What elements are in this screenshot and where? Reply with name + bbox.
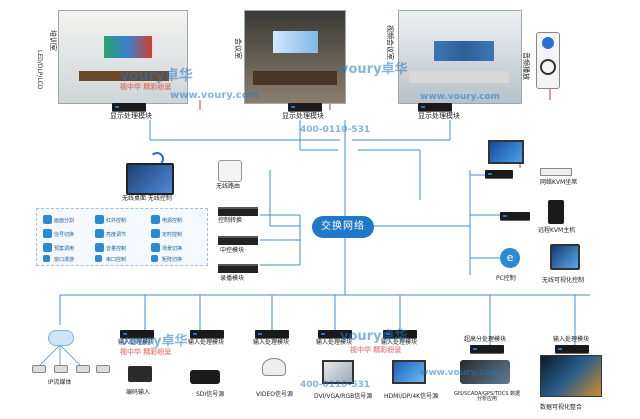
dvi-source-label: DVI/VGA/RGB信号源 [314,393,373,400]
display-processor-3 [418,103,452,111]
ip-camera-4 [96,365,110,373]
sdi-camera [190,370,220,384]
central-control-device [218,236,258,245]
watermark-web-2: www.voury.com [420,92,501,102]
watermark-brand-4: voury卓华 [340,329,408,344]
wireless-laptop [126,163,174,195]
watermark-slogan-3: 视中华 精彩纷呈 [350,346,402,354]
switching-network-label: 交换网络 [321,221,365,232]
input-module-2-label: 输入处理模块 [188,339,225,346]
display-processor-2-label: 显示处理模块 [282,112,324,120]
wireless-router [218,160,242,182]
encoder-device [128,366,152,382]
visualization-label: 数据可视化整合 [540,404,583,411]
video-conference-room-photo [398,10,522,104]
tablet-label: 无线可视化控制 [542,277,585,284]
sdi-source-label: SDI信号源 [196,391,225,398]
control-switch-label: 控制转换 [218,217,243,224]
training-room-display-type: LED/DLP/LCD [36,50,43,90]
kvm-host-label: 远程KVM主机 [538,227,576,234]
gis-devices [460,360,510,384]
watermark-phone-2: 400-0110-531 [300,380,371,390]
watermark-web-3: www.voury.com [420,368,501,378]
tablet [550,244,580,270]
input-module-5-label: 输入处理模块 [381,339,418,346]
recording-label: 录播模块 [220,275,245,282]
computer-tower [548,200,564,224]
display-processor-1 [112,103,146,111]
input-module-1 [120,330,154,338]
watermark-brand-3: voury卓华 [120,334,188,349]
watermark-slogan-1: 视中华 精彩纷呈 [120,83,172,91]
training-room-label: 培训室 [49,30,57,51]
hdmi-source-label: HDMI/DP/4K信号源 [384,393,439,400]
watermark-brand-2: voury卓华 [340,62,408,77]
wireless-router-label: 无线路由 [216,183,241,190]
display-processor-1-label: 显示处理模块 [110,112,152,120]
ultra-hd-module-label: 超高分处理模块 [464,336,507,343]
training-room-photo [58,10,188,104]
watermark-brand-1: voury卓华 [120,68,193,84]
pc-control-label: PC控制 [496,275,516,282]
recording-device [218,264,258,273]
kvm-seat-monitor [488,140,524,164]
control-features-panel: 画面分割 红外控制 电源控制 信号切换 亮度调节 定时控制 预案调用 音量控制 … [36,208,208,266]
meeting-room-photo [244,10,346,104]
switching-network-cloud: 交换网络 [312,216,374,238]
input-module-4 [318,330,352,338]
input-module-3 [255,330,289,338]
display-processor-3-label: 显示处理模块 [418,112,460,120]
video-source-label: VIDEO信号源 [256,391,294,398]
input-module-1-label: 输入处理模块 [118,339,155,346]
hdmi-monitor [392,360,426,384]
input-module-6-label: 输入处理模块 [553,336,590,343]
central-control-label: 中控模块 [220,247,245,254]
ip-camera-1 [32,365,46,373]
wireless-laptop-label: 无线桌面 无线控制 [122,195,172,202]
meeting-room-label: 会议室 [234,38,242,59]
kvm-host-box [500,212,530,220]
wifi-icon [150,152,164,166]
encoder-label: 编码输入 [126,389,151,396]
control-switch-device [218,207,258,216]
watermark-web-1: www.voury.com [170,90,259,101]
input-module-6 [555,345,589,353]
input-module-3-label: 输入处理模块 [253,339,290,346]
visualization-wall [540,355,602,397]
display-processor-2 [288,103,322,111]
gis-source-label: GIS/SCADA/GPS/TDCS 数据分析应用 [453,391,521,402]
kvm-seat-box [485,170,513,178]
ip-cloud [48,330,74,346]
kvm-seat-label: 网络KVM坐席 [540,179,578,186]
ip-stream-label: IP流媒体 [48,379,72,386]
dvi-monitor [322,360,354,384]
dome-camera [262,358,286,376]
pc-icon: e [500,248,520,268]
ultra-hd-module [470,345,504,353]
keyboard [540,168,572,176]
video-conference-room-label: 视频会议室 [386,25,394,60]
input-module-5 [383,330,417,338]
ip-camera-3 [76,365,90,373]
watermark-slogan-2: 视中华 精彩纷呈 [120,348,172,356]
watermark-phone-1: 400-0110-531 [300,125,371,135]
audio-speaker [536,32,560,89]
input-module-4-label: 输入处理模块 [316,339,353,346]
ip-camera-2 [54,365,68,373]
audio-playback-label: 音频播放 [522,52,530,80]
input-module-2 [190,330,224,338]
